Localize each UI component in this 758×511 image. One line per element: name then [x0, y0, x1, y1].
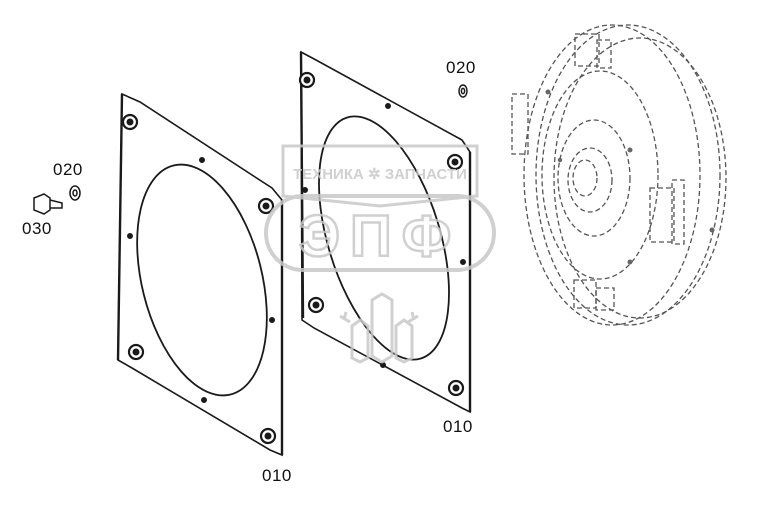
callout-gasket-middle: 010: [443, 417, 473, 436]
gasket-plate-front: [116, 92, 284, 457]
callout-bolt: 030: [22, 219, 52, 238]
flywheel-assembly: [511, 24, 727, 326]
flywheel-holes: [545, 89, 715, 265]
gasket-front-bolt-holes: [121, 113, 277, 445]
watermark-letters: ЭПФ: [299, 204, 461, 269]
gasket-middle-bolt-holes: [298, 71, 466, 397]
washer-top: [458, 84, 468, 98]
callout-washer-left: 020: [53, 160, 83, 179]
callout-gasket-front: 010: [262, 466, 292, 485]
callout-washer-top: 020: [446, 58, 476, 77]
watermark-logo: ТЕХНИКА ✲ ЗАПЧАСТИ ЭПФ: [264, 144, 496, 364]
watermark-banner: ТЕХНИКА ✲ ЗАПЧАСТИ: [293, 166, 467, 183]
watermark-emblem: [339, 292, 419, 364]
bolt: [33, 193, 63, 215]
washer-left: [69, 185, 81, 201]
